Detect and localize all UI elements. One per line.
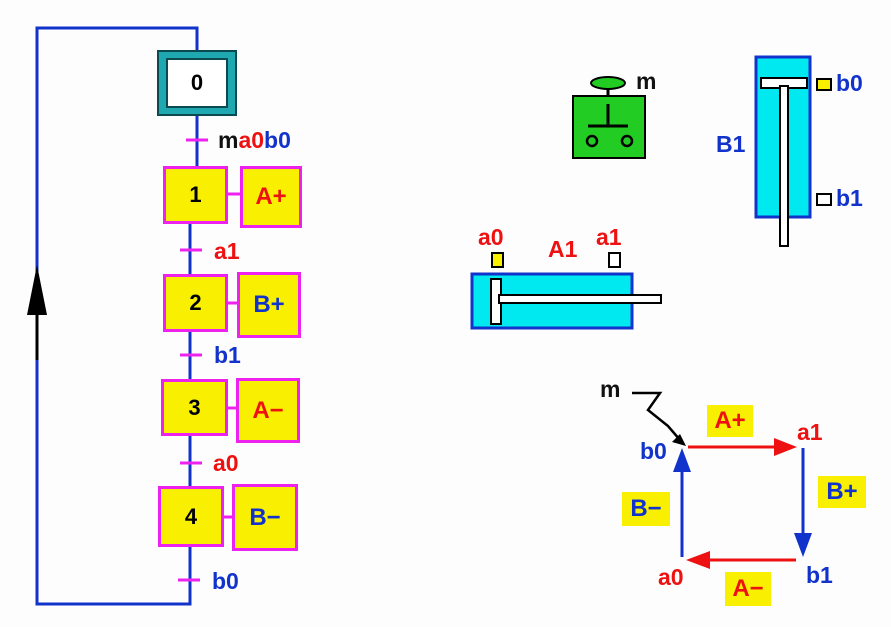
cylinder-b1-rod	[779, 85, 789, 247]
step-4-number: 4	[184, 503, 198, 529]
action-3-label: A−	[252, 396, 284, 424]
transition-1-label: a1	[214, 238, 240, 264]
cycle-move-right: B+	[818, 476, 866, 508]
action-4: B−	[232, 484, 298, 551]
step-3-number: 3	[188, 394, 201, 420]
start-signal-zigzag	[632, 391, 681, 441]
cycle-move-bottom: A−	[725, 572, 771, 606]
sensor-b1	[816, 193, 832, 206]
cycle-corner-a1: a1	[797, 419, 823, 445]
cylinder-a1-name: A1	[548, 236, 578, 262]
sensor-b1-label: b1	[836, 185, 863, 211]
action-1: A+	[240, 166, 302, 228]
loop-direction-arrow	[27, 265, 47, 315]
push-button-label: m	[636, 68, 657, 94]
sensor-b0	[816, 78, 832, 91]
cycle-diagram	[632, 391, 812, 569]
cylinder-b1	[754, 55, 832, 247]
step-1: 1	[163, 166, 228, 224]
sensor-a0	[491, 252, 504, 268]
sensor-a1-label: a1	[596, 224, 622, 250]
cycle-corner-b1: b1	[806, 562, 833, 588]
step-4: 4	[158, 486, 224, 547]
cycle-move-top: A+	[707, 405, 753, 437]
move-arrowhead-right	[794, 533, 812, 557]
cycle-move-left: B−	[622, 492, 670, 526]
action-2-label: B+	[253, 291, 285, 318]
cycle-corner-a0: a0	[658, 564, 684, 590]
initial-step-number: 0	[190, 70, 204, 95]
action-connectors	[224, 192, 240, 519]
transition-0-b0: b0	[264, 127, 291, 153]
transition-4-label: b0	[212, 568, 239, 594]
push-button-device	[572, 76, 646, 159]
push-button-terminal-left	[585, 134, 599, 148]
start-signal-arrowhead	[672, 434, 686, 446]
cycle-start-label: m	[600, 376, 621, 402]
transition-2-label: b1	[214, 342, 241, 368]
cylinder-b1-name: B1	[716, 131, 746, 157]
action-2: B+	[237, 272, 301, 338]
transition-0-a0: a0	[238, 127, 265, 153]
cylinder-a1	[470, 252, 662, 330]
initial-step-box: 0	[166, 58, 228, 108]
move-arrowhead-left	[673, 448, 691, 472]
step-2: 2	[163, 274, 228, 332]
step-1-number: 1	[189, 182, 202, 207]
transition-0-m: m	[218, 127, 239, 153]
push-button-cap	[590, 76, 626, 90]
action-1-label: A+	[255, 183, 287, 210]
move-arrowhead-top	[774, 438, 797, 456]
move-arrowhead-bottom	[686, 551, 710, 569]
transition-ticks	[178, 138, 208, 582]
transition-3-label: a0	[213, 450, 239, 476]
step-2-number: 2	[189, 290, 202, 315]
action-3: A−	[236, 378, 300, 443]
push-button-terminal-right	[620, 134, 634, 148]
sensor-b0-label: b0	[836, 70, 863, 96]
sensor-a1	[608, 252, 621, 268]
sensor-a0-label: a0	[478, 224, 504, 250]
cycle-corner-b0: b0	[640, 438, 667, 464]
transition-0-label: ma0b0	[218, 129, 291, 152]
step-3: 3	[161, 379, 228, 436]
action-4-label: B−	[249, 503, 281, 531]
cylinder-a1-rod	[498, 294, 662, 304]
